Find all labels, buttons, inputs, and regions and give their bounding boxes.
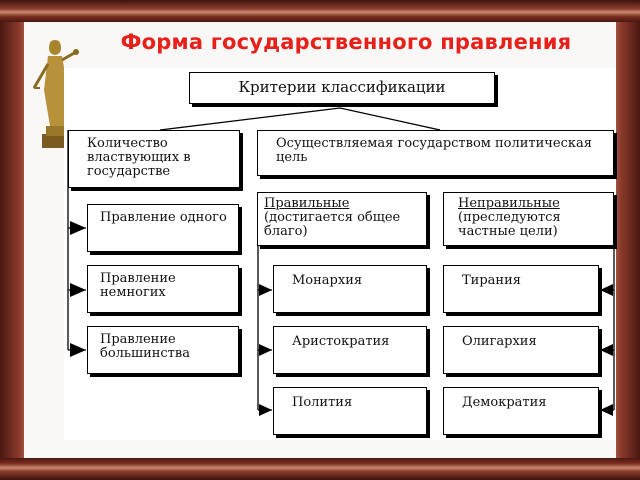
criterion-political-goal: Осуществляемая государством политическая… xyxy=(257,130,614,176)
rule-by-few: Правление немногих xyxy=(87,265,239,313)
group-correct-note: (достигается общее благо) xyxy=(264,210,401,239)
rule-by-one: Правление одного xyxy=(87,204,239,252)
form-tyranny: Тирания xyxy=(443,265,599,313)
form-democracy: Демократия xyxy=(443,387,599,435)
classification-criteria-box: Критерии классификации xyxy=(189,72,495,104)
rule-by-majority: Правление большинства xyxy=(87,326,239,374)
form-monarchy: Монархия xyxy=(273,265,427,313)
group-correct-title: Правильные xyxy=(264,196,350,211)
form-aristocracy: Аристократия xyxy=(273,326,427,374)
slide-title: Форма государственного правления xyxy=(120,30,572,54)
form-polity: Полития xyxy=(273,387,427,435)
group-incorrect: Неправильные (преследуются частные цели) xyxy=(443,192,614,246)
group-incorrect-note: (преследуются частные цели) xyxy=(458,210,561,239)
group-correct: Правильные (достигается общее благо) xyxy=(257,192,427,246)
criterion-ruler-count: Количество властвующих в государстве xyxy=(68,130,240,188)
frame-bottom-bar xyxy=(0,458,640,480)
form-oligarchy: Олигархия xyxy=(443,326,599,374)
frame-top-bar xyxy=(0,0,640,22)
group-incorrect-title: Неправильные xyxy=(458,196,560,211)
